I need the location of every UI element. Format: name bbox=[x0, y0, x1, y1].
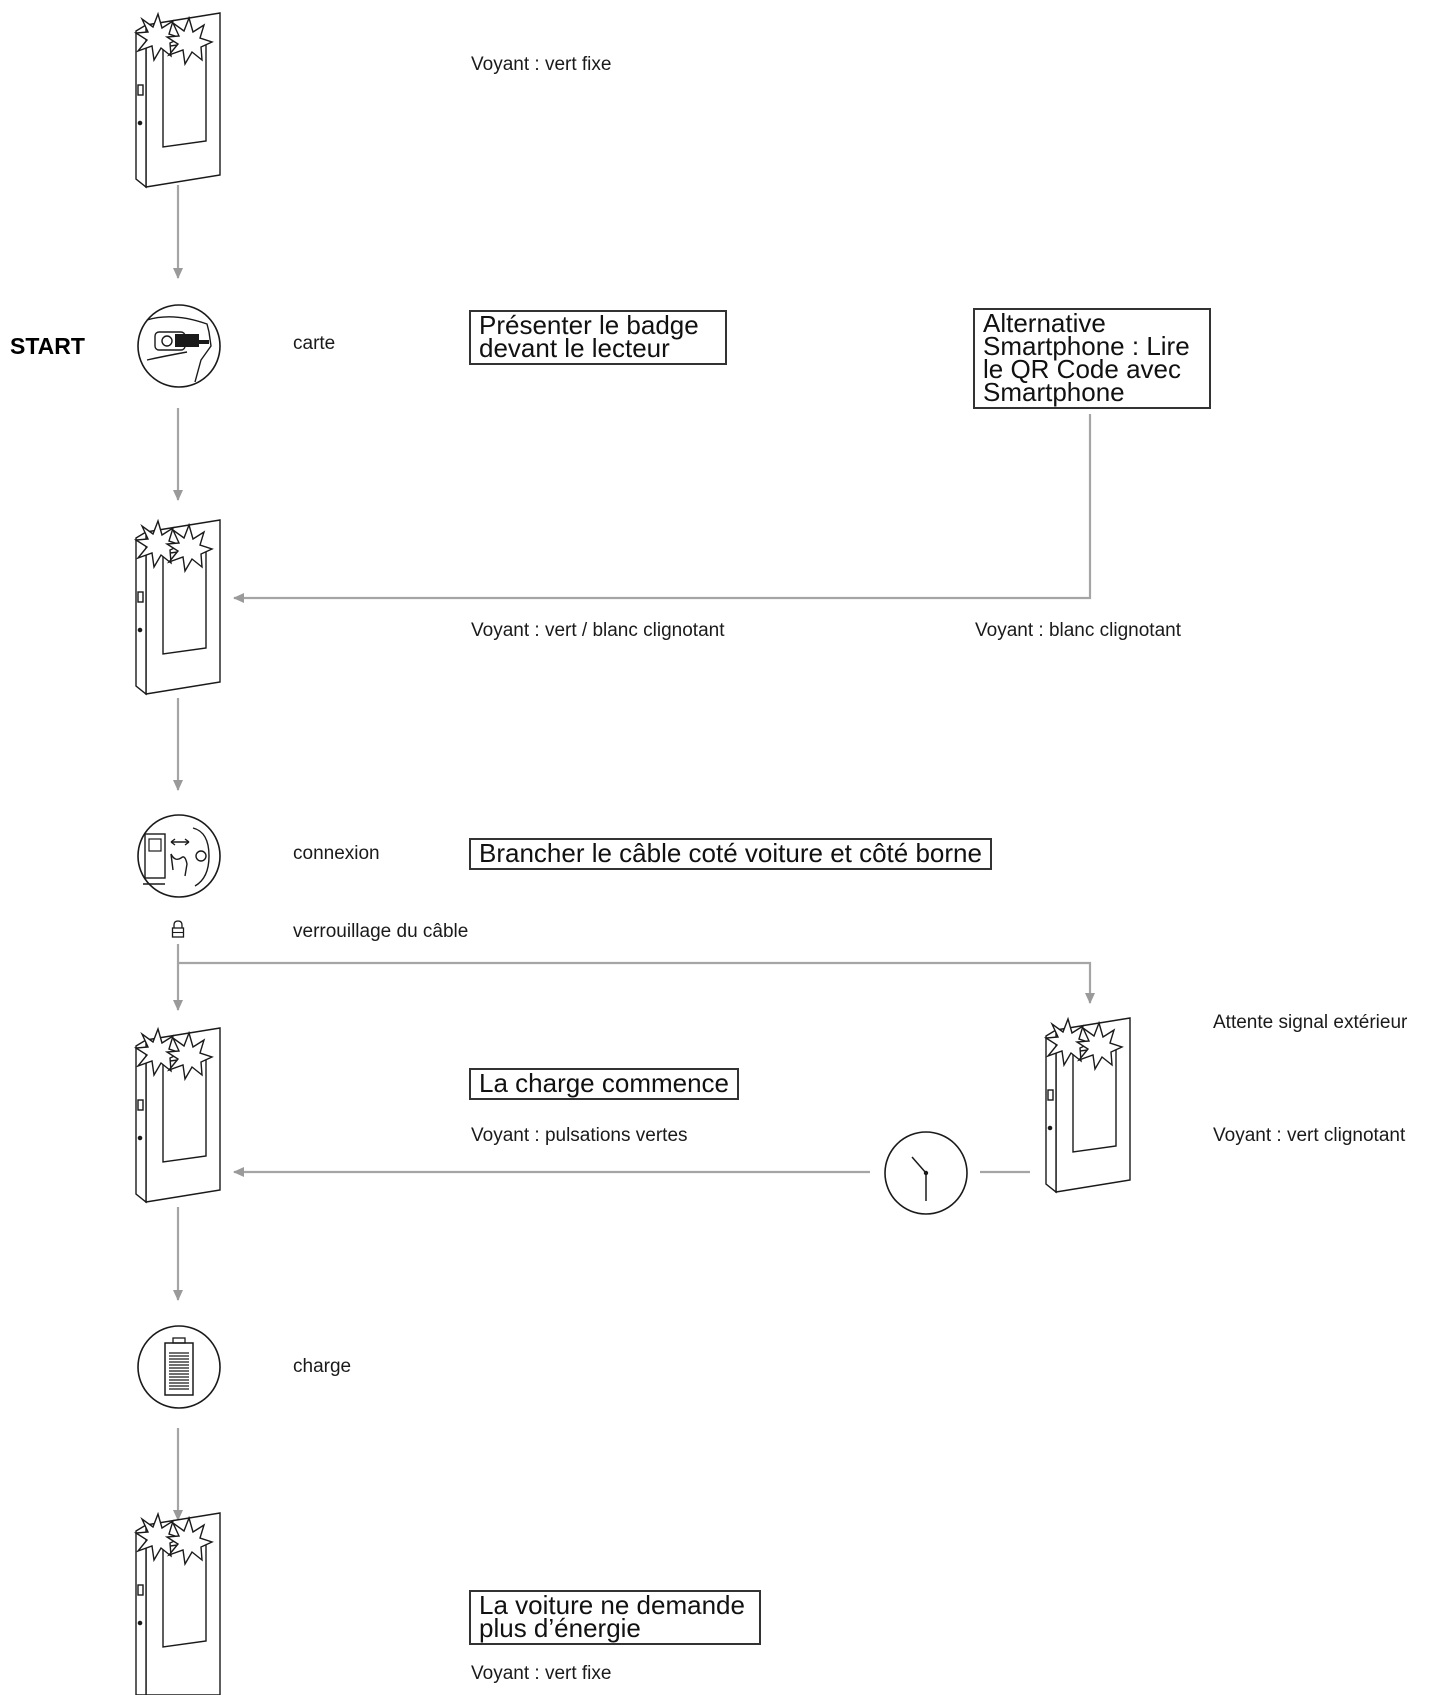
cable-connection-icon bbox=[137, 814, 221, 898]
battery-icon bbox=[137, 1325, 221, 1409]
clock-icon bbox=[884, 1131, 968, 1215]
waiting-signal-label: Attente signal extérieur bbox=[1213, 1012, 1408, 1033]
authorized-status-label: Voyant : vert / blanc clignotant bbox=[471, 620, 725, 641]
smartphone-status-label: Voyant : blanc clignotant bbox=[975, 620, 1181, 641]
initial-status-label: Voyant : vert fixe bbox=[471, 54, 612, 75]
connection-label: connexion bbox=[293, 843, 380, 864]
arrow-smartphone-to-authorized bbox=[233, 414, 1092, 603]
charging-station-icon bbox=[133, 11, 221, 189]
charging-starts-box: La charge commence bbox=[469, 1068, 740, 1100]
finished-status-label: Voyant : vert fixe bbox=[471, 1663, 612, 1684]
waiting-status-label: Voyant : vert clignotant bbox=[1213, 1125, 1406, 1146]
charge-label: charge bbox=[293, 1356, 352, 1377]
cable-lock-label: verrouillage du câble bbox=[293, 921, 469, 942]
smartphone-alternative-box: Alternative Smartphone : Lire le QR Code… bbox=[973, 308, 1211, 409]
lock-icon bbox=[171, 920, 185, 938]
card-label: carte bbox=[293, 333, 336, 354]
charging-station-icon bbox=[133, 518, 221, 696]
charging-station-icon bbox=[133, 1511, 221, 1695]
card-reader-icon bbox=[137, 304, 221, 388]
present-badge-instruction-box: Présenter le badge devant le lecteur bbox=[469, 310, 727, 365]
start-label: START bbox=[10, 333, 85, 359]
charging-station-icon bbox=[133, 1026, 221, 1204]
plug-cable-instruction-box: Brancher le câble coté voiture et côté b… bbox=[469, 838, 992, 870]
charging-status-label: Voyant : pulsations vertes bbox=[471, 1125, 688, 1146]
car-no-energy-box: La voiture ne demande plus d’énergie bbox=[469, 1590, 761, 1645]
arrow-branch-to-waiting bbox=[178, 961, 1095, 1004]
charging-station-icon bbox=[1043, 1016, 1131, 1194]
